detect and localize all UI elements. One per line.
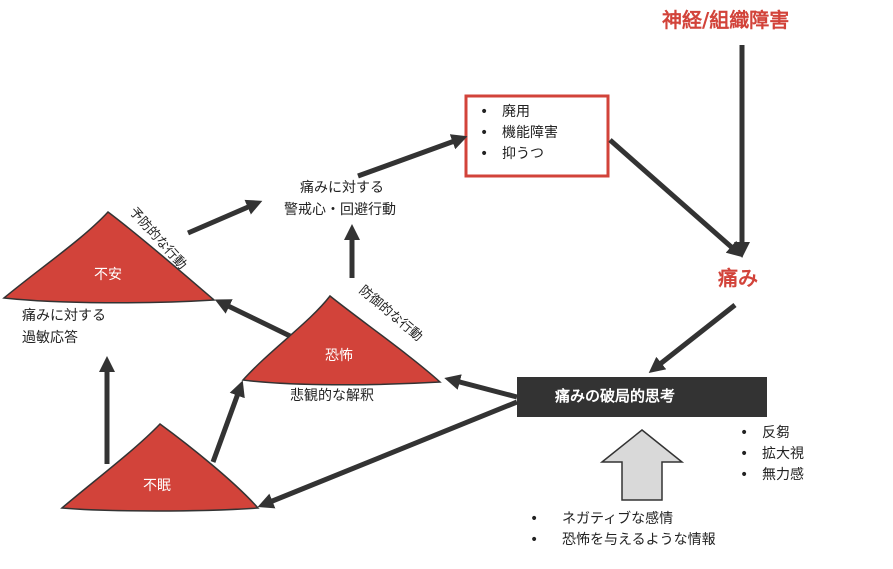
arrow-insomnia-to-fear [210,380,245,463]
vigilance-line-1: 痛みに対する [300,180,384,196]
list-item: •反芻 [740,425,790,441]
input-list: •ネガティブな感情 •恐怖を与えるような情報 [530,509,716,551]
pain-label: 痛み [718,266,758,290]
list-item: •抑うつ [480,146,544,162]
list-item: •恐怖を与えるような情報 [530,532,716,548]
arrow-banner-to-fear [444,374,518,400]
arrow-anxiety-to-vigilance [187,199,263,236]
anxiety-mountain [2,210,216,304]
arrow-banner-to-insomnia [257,399,518,509]
arrow-vigilance-to-box [357,134,468,179]
list-item: •拡大視 [740,446,804,462]
list-item: •ネガティブな感情 [530,511,674,527]
hypersensitivity-line-1: 痛みに対する [22,308,106,324]
list-item: •機能障害 [480,125,558,141]
pessimism-label: 悲観的な解釈 [290,388,374,404]
insomnia-label: 不眠 [143,478,171,494]
catastrophizing-label: 痛みの破局的思考 [555,387,676,405]
anxiety-label: 不安 [94,267,122,283]
top-cause-label: 神経/組織障害 [662,8,790,32]
box-list: •廃用 •機能障害 •抑うつ [480,102,558,165]
vigilance-line-2: 警戒心・回避行動 [284,202,396,218]
fear-label: 恐怖 [325,348,353,364]
input-arrow [599,429,685,501]
arrow-box-to-pain [608,138,744,258]
list-item: •廃用 [480,104,530,120]
arrow-pain-to-banner [648,303,737,373]
arrow-fear-to-anxiety [214,299,292,339]
fear-mountain [241,294,442,386]
list-item: •無力感 [740,467,804,483]
insomnia-mountain [60,423,260,512]
catastrophizing-banner [517,377,767,417]
catastrophizing-list: •反芻 •拡大視 •無力感 [740,423,804,486]
hypersensitivity-line-2: 過敏応答 [22,330,78,346]
